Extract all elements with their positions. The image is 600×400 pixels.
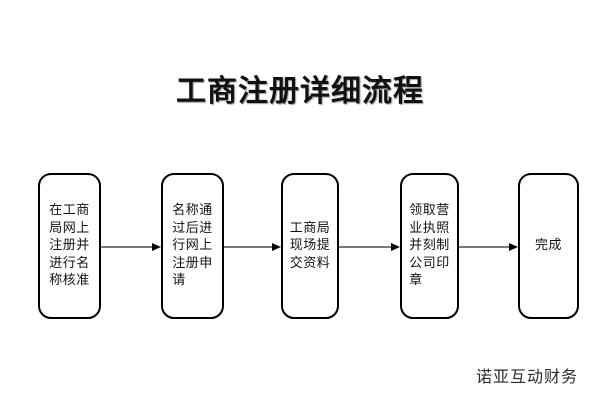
flow-node-step-1[interactable]: 在工商 局网上 注册并 进行名 称核准: [38, 173, 101, 319]
flow-connector-2-to-3: [224, 243, 281, 251]
connector-shaft: [101, 246, 152, 248]
flow-connector-1-to-2: [101, 243, 161, 251]
watermark-text: 诺亚互动财务: [475, 367, 578, 386]
arrow-right-icon: [391, 243, 400, 251]
page-title: 工商注册详细流程: [176, 74, 424, 109]
flow-node-step-5[interactable]: 完成: [518, 173, 579, 319]
flow-node-step-4[interactable]: 领取营 业执照 并刻制 公司印 章: [400, 173, 459, 319]
flow-node-step-1-label: 在工商 局网上 注册并 进行名 称核准: [49, 203, 90, 289]
flow-node-step-5-label: 完成: [534, 238, 562, 254]
arrow-right-icon: [272, 243, 281, 251]
flow-connector-3-to-4: [339, 243, 400, 251]
flow-node-step-2[interactable]: 名称通 过后进 行网上 注册申 请: [161, 173, 224, 319]
flow-connector-4-to-5: [459, 243, 518, 251]
connector-shaft: [459, 246, 509, 248]
flow-node-step-2-label: 名称通 过后进 行网上 注册申 请: [172, 203, 213, 289]
flow-node-step-4-label: 领取营 业执照 并刻制 公司印 章: [409, 203, 450, 289]
connector-shaft: [339, 246, 391, 248]
connector-shaft: [224, 246, 272, 248]
flow-node-step-3-label: 工商局 现场提 交资料: [289, 220, 331, 271]
flow-node-step-3[interactable]: 工商局 现场提 交资料: [281, 173, 339, 319]
arrow-right-icon: [509, 243, 518, 251]
flow-row: 在工商 局网上 注册并 进行名 称核准 名称通 过后进 行网上 注册申 请 工商…: [0, 173, 600, 319]
arrow-right-icon: [152, 243, 161, 251]
